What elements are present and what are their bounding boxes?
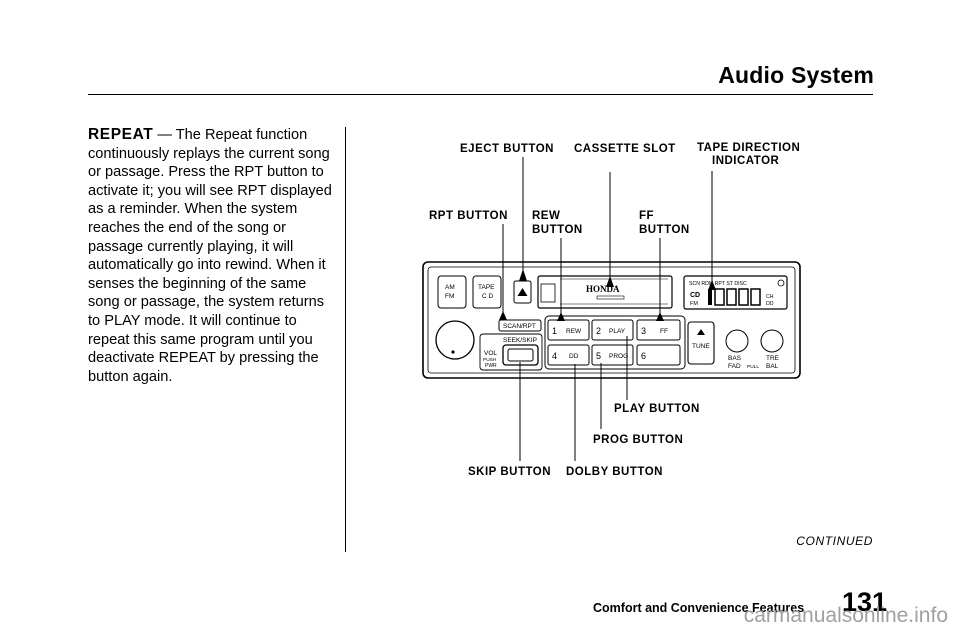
seek-skip-panel	[479, 333, 543, 371]
seek-skip-label: SEEK/SKIP	[503, 337, 537, 344]
preset-2-label: PLAY	[609, 328, 626, 335]
tape-direction-callout-line1: TAPE DIRECTION	[697, 142, 801, 154]
eject-triangle-icon	[517, 288, 528, 296]
tape-direction-callout-line2: INDICATOR	[712, 155, 780, 167]
cassette-door	[537, 275, 673, 309]
scan-rpt-label: SCAN/RPT	[503, 323, 536, 330]
bass-fader-knob	[725, 329, 749, 353]
tune-label: TUNE	[692, 343, 710, 350]
cassette-window	[540, 283, 556, 303]
tape-cd-button	[472, 275, 502, 309]
display-cd-indicator: CD	[690, 292, 700, 299]
tape-direction-indicator	[708, 289, 712, 305]
seek-skip-rocker	[507, 348, 534, 362]
am-fm-button	[437, 275, 467, 309]
repeat-description: REPEAT — The Repeat function continuousl…	[88, 126, 340, 386]
radio-faceplate	[427, 266, 796, 374]
footer-section-title: Comfort and Convenience Features	[593, 601, 805, 615]
tape-direction-arrow-icon	[708, 280, 716, 290]
bas-label: BAS	[728, 355, 742, 362]
cassette-arrow-icon	[606, 276, 614, 287]
watermark-link[interactable]: carmanualsonline.info	[743, 604, 948, 627]
continued-label: CONTINUED	[796, 534, 873, 548]
preset-1-number: 1	[552, 326, 557, 336]
column-divider	[345, 127, 346, 552]
treble-balance-knob	[760, 329, 784, 353]
tune-up-arrow-icon	[697, 329, 705, 335]
tre-label: TRE	[766, 355, 780, 362]
fad-label: FAD	[728, 363, 741, 370]
rpt-button-callout: RPT BUTTON	[429, 210, 508, 222]
prog-button-callout: PROG BUTTON	[593, 434, 684, 446]
rpt-arrow-icon	[499, 311, 507, 320]
callout-leader-lines	[502, 157, 713, 461]
preset-3-label: FF	[660, 328, 668, 335]
cassette-slot	[596, 295, 625, 300]
display-dd-indicator: DD	[766, 301, 774, 307]
preset-2-play-button	[591, 319, 634, 341]
eject-button-callout: EJECT BUTTON	[460, 143, 554, 155]
page-title: Audio System	[718, 62, 874, 88]
preset-button-cluster	[544, 315, 686, 370]
rew-button-callout-line2: BUTTON	[532, 224, 583, 236]
preset-2-number: 2	[596, 326, 601, 336]
cd-label: C D	[482, 293, 494, 300]
rew-button-callout-line1: REW	[532, 210, 561, 222]
repeat-text: — The Repeat function continuously repla…	[88, 127, 332, 385]
volume-knob	[435, 320, 475, 360]
preset-6-number: 6	[641, 351, 646, 361]
cassette-slot-callout: CASSETTE SLOT	[574, 143, 676, 155]
pwr-label: PWR	[485, 363, 497, 369]
pull-label: PULL	[747, 364, 759, 370]
display-indicators: SCN RDM RPT ST DISC	[689, 281, 747, 287]
preset-6-button	[636, 344, 681, 366]
repeat-term: REPEAT	[88, 126, 154, 143]
display-ch-indicator: CH	[766, 294, 774, 300]
play-button-callout: PLAY BUTTON	[614, 403, 700, 415]
tape-label: TAPE	[478, 284, 495, 291]
rew-arrow-icon	[557, 312, 565, 321]
display-disc-digit	[777, 279, 785, 287]
display-digit-2	[726, 288, 737, 306]
header-rule	[88, 94, 873, 95]
page-number: 131	[842, 587, 888, 617]
preset-4-label: DD	[569, 353, 579, 360]
preset-3-number: 3	[641, 326, 646, 336]
preset-1-rew-button	[547, 319, 590, 341]
ff-button-callout-line2: BUTTON	[639, 224, 690, 236]
preset-5-label: PROG	[609, 353, 628, 360]
tune-button	[687, 321, 715, 365]
volume-knob-marker	[451, 350, 455, 354]
dolby-button-callout: DOLBY BUTTON	[566, 466, 663, 478]
preset-4-number: 4	[552, 351, 557, 361]
display-fm-indicator: FM	[690, 301, 698, 307]
display-digit-4	[750, 288, 761, 306]
ff-arrow-icon	[656, 312, 664, 321]
scan-rpt-button	[498, 319, 542, 332]
skip-button-callout: SKIP BUTTON	[468, 466, 552, 478]
honda-logo: HONDA	[586, 284, 620, 294]
push-label: PUSH	[483, 357, 497, 363]
ff-button-callout-line1: FF	[639, 210, 655, 222]
preset-5-prog-button	[591, 344, 634, 366]
display-digit-1	[714, 288, 725, 306]
display-digit-3	[738, 288, 749, 306]
bal-label: BAL	[766, 363, 779, 370]
callout-arrowheads	[499, 269, 716, 321]
eject-arrow-icon	[519, 269, 527, 281]
am-label: AM	[445, 284, 455, 291]
vol-label: VOL	[484, 350, 497, 357]
preset-5-number: 5	[596, 351, 601, 361]
preset-1-label: REW	[566, 328, 582, 335]
preset-4-dolby-button	[547, 344, 590, 366]
fm-label: FM	[445, 293, 454, 300]
